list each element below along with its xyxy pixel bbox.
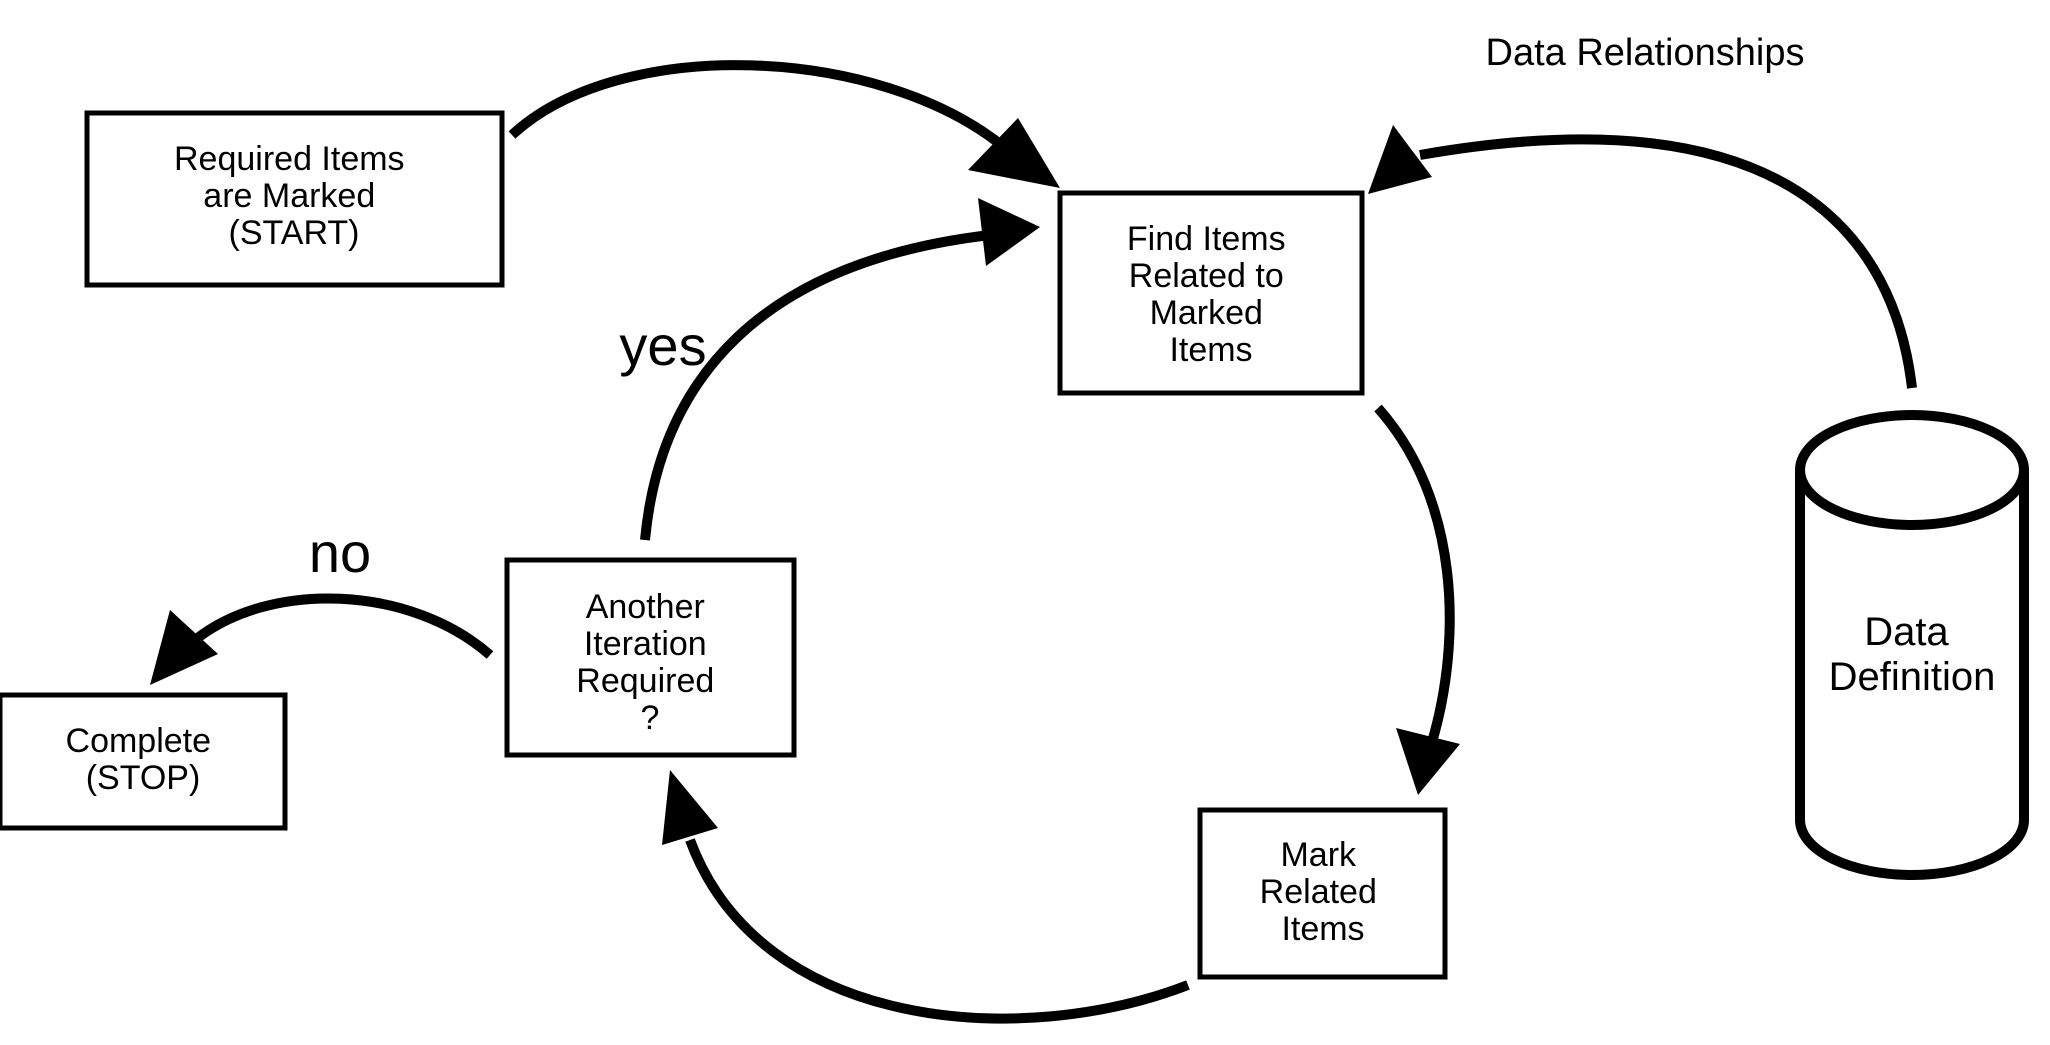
node-another-line-3: Required [576,662,714,700]
label-data-relationships: Data Relationships [1486,32,1805,74]
svg-text:Required Items are Marke: Required Items are Marked (START) [174,140,414,252]
node-start-line-3: (START) [229,214,360,252]
arrow-data-to-find [1368,125,1917,389]
svg-text:Data Definition: Data Definition [1829,610,1996,699]
svg-text:Find Items Related to: Find Items Related to Marked Items [1127,220,1295,369]
database-data-definition: Data Definition [1795,410,2029,880]
node-find-line-3: Marked [1150,294,1263,332]
node-complete-line-1: Complete [66,722,212,760]
node-another-line-2: Iteration [584,625,707,663]
arrow-start-to-find [508,60,1060,188]
label-yes: yes [619,314,706,377]
node-find-line-2: Related to [1129,257,1284,295]
node-mark-line-2: Related [1260,873,1377,911]
svg-text:Another Iteration: Another Iteration Required ? [576,588,723,737]
arrow-find-to-mark [1374,404,1460,795]
arrow-yes-to-find [640,198,1040,541]
node-complete: Complete (STOP) [0,692,288,831]
svg-text:Mark Related Items: Mark Related Items [1260,836,1387,948]
node-another-line-4: ? [641,699,660,737]
node-start-line-2: are Marked [203,177,375,215]
node-mark-line-3: Items [1281,910,1364,948]
database-line-1: Data [1864,610,1949,654]
node-find-line-4: Items [1169,331,1252,369]
node-mark-line-1: Mark [1280,836,1357,874]
node-another-iteration: Another Iteration Required ? [504,557,797,758]
node-another-line-1: Another [586,588,705,626]
node-complete-line-2: (STOP) [86,759,201,797]
database-line-2: Definition [1829,655,1996,699]
node-mark: Mark Related Items [1197,807,1448,980]
node-start: Required Items are Marked (START) [84,110,505,288]
node-find-line-1: Find Items [1127,220,1286,258]
arrow-mark-to-another [662,770,1190,1024]
node-start-line-1: Required Items [174,140,405,178]
svg-text:Complete (STOP): Complete (STOP) [66,722,221,797]
node-find: Find Items Related to Marked Items [1057,190,1365,396]
label-no: no [309,521,371,584]
arrow-no-to-complete [150,593,494,685]
